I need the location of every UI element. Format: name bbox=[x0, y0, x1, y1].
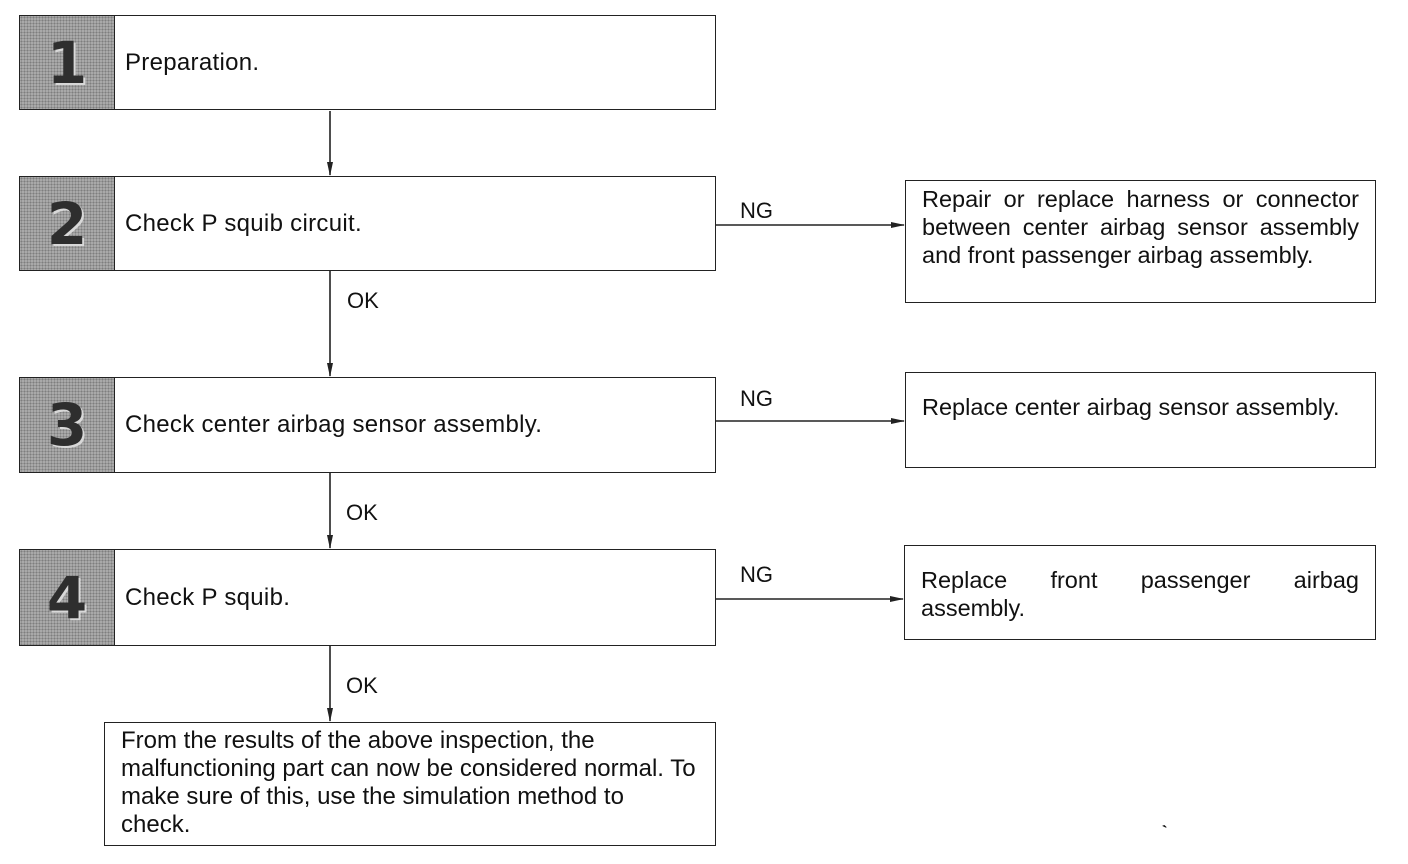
ng-label-step-2: NG bbox=[740, 198, 773, 223]
step-4-box: 4 Check P squib. bbox=[19, 549, 716, 646]
ok-label-step-4: OK bbox=[346, 673, 378, 698]
step-2-number: 2 bbox=[20, 177, 115, 270]
step-3-label: Check center airbag sensor assembly. bbox=[125, 411, 543, 438]
ng-label-step-4: NG bbox=[740, 562, 773, 587]
step-3-box: 3 Check center airbag sensor assembly. bbox=[19, 377, 716, 473]
final-note: From the results of the above inspection… bbox=[104, 722, 716, 846]
step-3-number: 3 bbox=[20, 378, 115, 472]
step-4-number: 4 bbox=[20, 550, 115, 645]
step-1-number: 1 bbox=[20, 16, 115, 109]
step-4-label: Check P squib. bbox=[125, 583, 291, 611]
action-replace-passenger-airbag: Replace front passenger airbag assembly. bbox=[904, 545, 1376, 640]
action-replace-sensor: Replace center airbag sensor assembly. bbox=[905, 372, 1376, 468]
step-1-box: 1 Preparation. bbox=[19, 15, 716, 110]
step-2-label: Check P squib circuit. bbox=[125, 209, 362, 237]
ng-label-step-3: NG bbox=[740, 386, 773, 411]
step-1-label: Preparation. bbox=[125, 48, 260, 76]
step-2-box: 2 Check P squib circuit. bbox=[19, 176, 716, 271]
ok-label-step-3: OK bbox=[346, 500, 378, 525]
ok-label-step-2: OK bbox=[347, 288, 379, 313]
action-repair-harness: Repair or replace harness or connector b… bbox=[905, 180, 1376, 303]
